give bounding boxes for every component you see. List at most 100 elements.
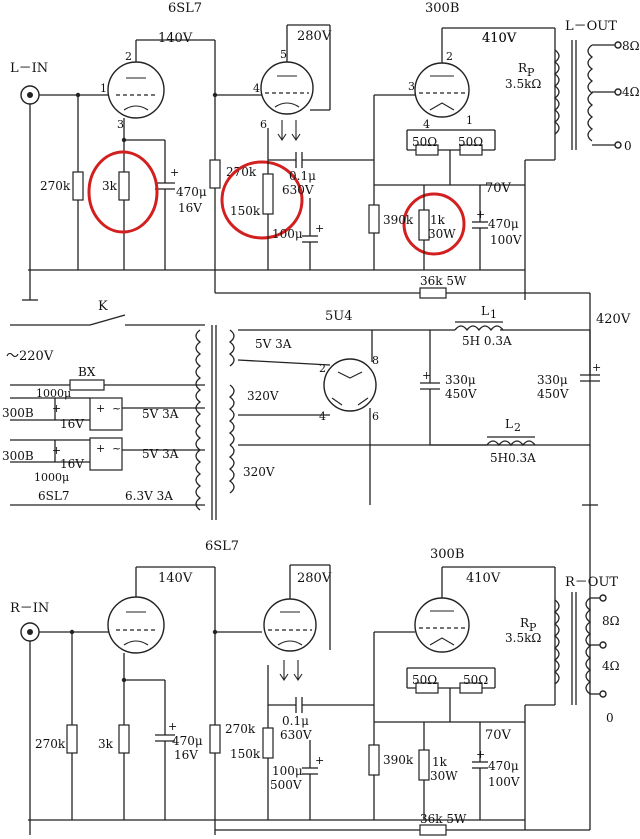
svg-text:+: + [476,208,485,221]
r-300b-label: 300B [430,547,464,562]
svg-text:300B: 300B [2,449,34,463]
svg-text:150k: 150k [230,747,261,761]
highlight-150k-resistor [220,160,304,240]
svg-text:+: + [168,720,177,733]
r-out-label: R－OUT [565,575,618,590]
svg-text:6.3V 3A: 6.3V 3A [125,489,173,503]
l-300b-tube [414,62,470,118]
svg-text:2: 2 [446,50,453,63]
l-ot-primary [553,49,560,135]
l-r390k [368,204,380,234]
mains-label: ～220V [6,349,54,364]
svg-text:100μ: 100μ [272,764,303,778]
svg-text:8: 8 [372,354,379,367]
svg-text:K: K [98,299,108,314]
svg-text:1000μ: 1000μ [36,387,71,400]
svg-text:+: + [315,222,324,235]
svg-text:450V: 450V [445,387,477,401]
svg-text:8Ω: 8Ω [602,614,620,628]
svg-text:36k 5W: 36k 5W [420,812,467,826]
l-r3k [118,171,130,201]
svg-text:2: 2 [319,362,326,375]
svg-text:4Ω: 4Ω [622,85,640,99]
r-410v-label: 410V [466,571,501,586]
r-300b-tube [414,597,470,653]
pt-320v-winding-a [228,384,235,446]
svg-text:1: 1 [466,114,473,127]
svg-text:5: 5 [280,48,287,61]
power-supply: 420V K ～220V BX 5V 3A 320V 320V 5U4 8 2 … [2,293,631,520]
l-r36k [419,287,447,299]
svg-text:8Ω: 8Ω [622,39,640,53]
svg-text:3k: 3k [102,179,118,193]
l-280v-label: 280V [297,29,332,44]
power-switch [89,314,126,326]
right-channel: R－IN 270k 6SL7 140V 270k 3k + 470μ [10,505,620,836]
left-channel: L－IN 270k 6SL7 2 1 3 140V 3k [10,1,640,301]
svg-text:470μ: 470μ [176,185,207,199]
l-r270k-a-label: 270k [40,179,71,193]
svg-text:30W: 30W [428,227,456,241]
svg-text:1: 1 [490,308,497,321]
svg-text:~: ~ [112,402,121,415]
bridge-rectifier-a [89,397,123,431]
svg-text:100μ: 100μ [272,227,303,241]
svg-text:BX: BX [78,365,96,379]
svg-text:50Ω: 50Ω [458,135,483,149]
svg-text:300B: 300B [2,406,34,420]
svg-text:0: 0 [606,711,614,725]
power-transformer-primary [195,329,202,511]
svg-text:330μ: 330μ [445,373,476,387]
highlight-3k-resistor [87,150,159,234]
svg-text:1000μ: 1000μ [34,471,69,484]
svg-text:390k: 390k [383,213,414,227]
svg-text:6: 6 [372,410,379,423]
svg-text:+: + [96,402,105,415]
rectifier-5u4 [323,358,377,412]
svg-text:470μ: 470μ [172,734,203,748]
r-in-label: R－IN [10,601,49,616]
svg-text:2: 2 [514,421,521,434]
l-6sl7-label: 6SL7 [168,1,202,16]
svg-text:+: + [52,402,61,415]
svg-text:630V: 630V [280,728,312,742]
l-410v-label: 410V [482,31,517,46]
highlight-1k-30w-resistor [402,192,466,256]
svg-text:630V: 630V [282,183,314,197]
svg-text:6SL7: 6SL7 [38,489,69,503]
svg-text:470μ: 470μ [488,217,519,231]
svg-text:~: ~ [112,442,121,455]
l-r50-a [415,144,439,156]
svg-text:4: 4 [253,82,260,95]
svg-text:320V: 320V [243,465,275,479]
l-6sl7-tube-b [260,61,314,115]
svg-text:3: 3 [408,80,415,93]
svg-text:+: + [476,748,485,761]
l-6sl7-cathode [123,105,149,111]
svg-text:50Ω: 50Ω [463,673,488,687]
svg-text:+: + [52,444,61,457]
svg-text:+: + [592,361,601,374]
rectifier-label: 5U4 [325,309,353,324]
l-r270k-plate [209,159,221,189]
svg-text:320V: 320V [247,389,279,403]
l-out-label: L－OUT [565,19,617,34]
svg-text:6: 6 [260,118,267,131]
svg-text:270k: 270k [35,737,66,751]
r-140v-label: 140V [158,571,193,586]
svg-text:16V: 16V [60,457,84,471]
svg-text:390k: 390k [383,753,414,767]
svg-text:3: 3 [117,118,124,131]
bridge-rectifier-b [89,437,123,471]
svg-text:410V: 410V [482,31,517,46]
svg-text:2: 2 [125,50,132,63]
svg-text:16V: 16V [60,417,84,431]
svg-text:5H 0.3A: 5H 0.3A [462,334,512,348]
svg-text:0: 0 [624,139,632,153]
svg-text:5H0.3A: 5H0.3A [490,451,536,465]
svg-text:1: 1 [100,82,107,95]
choke-l2 [486,440,536,447]
svg-text:5V 3A: 5V 3A [142,447,179,461]
l-6sl7-tube-a [107,61,165,119]
svg-text:50Ω: 50Ω [412,673,437,687]
